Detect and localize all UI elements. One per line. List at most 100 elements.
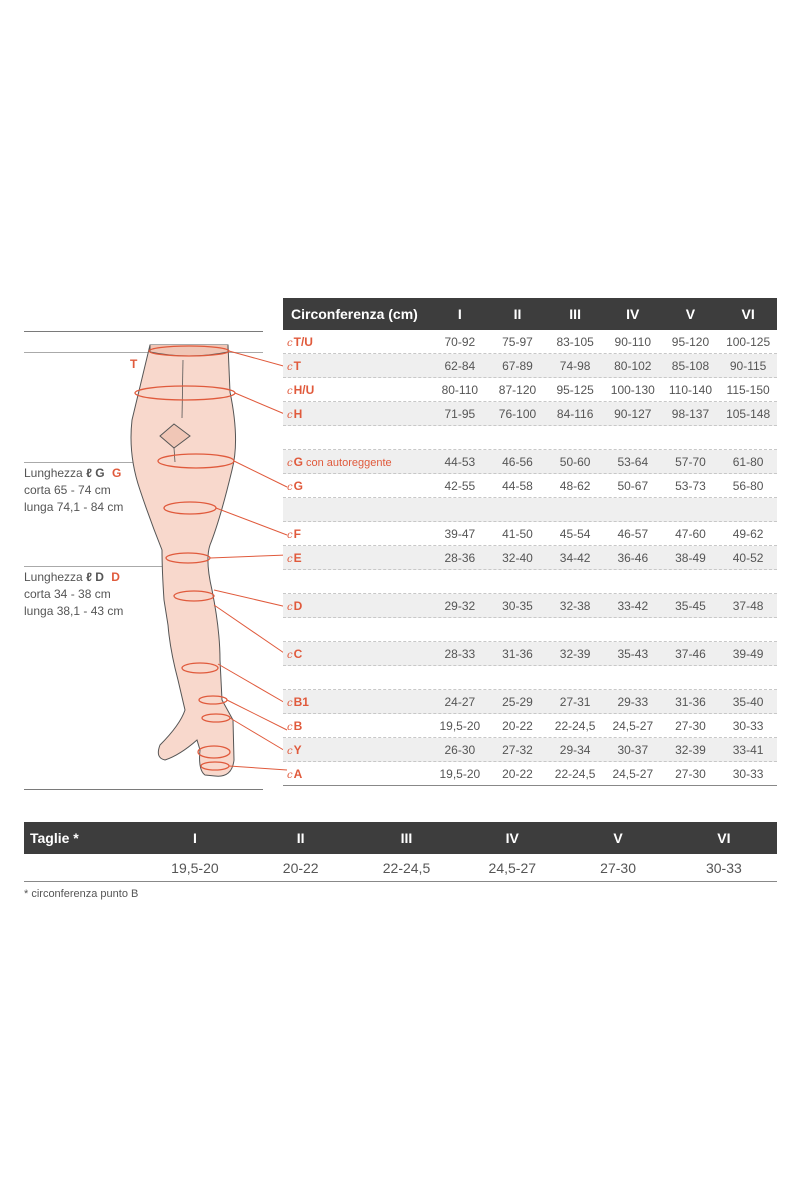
sizes-header-size: VI xyxy=(717,830,731,846)
row-key: B xyxy=(293,718,303,733)
table-cell: 32-39 xyxy=(675,742,706,757)
sizes-header-size: I xyxy=(192,830,197,846)
row-key: G xyxy=(293,478,303,493)
leader-d xyxy=(213,589,288,608)
row-key: T xyxy=(293,358,301,373)
leader-c xyxy=(213,604,288,656)
table-cell: 38-49 xyxy=(675,550,706,565)
sizes-values-row: 19,5-20 20-22 22-24,5 24,5-27 27-30 30-3… xyxy=(24,854,777,882)
row-key: C xyxy=(293,646,303,661)
circumference-symbol: c xyxy=(287,601,293,613)
table-cell: 46-57 xyxy=(617,526,649,541)
table-row xyxy=(283,618,777,642)
row-label: cF xyxy=(283,527,431,541)
table-cell: 34-42 xyxy=(559,550,591,565)
table-cell: 39-47 xyxy=(444,526,476,541)
sizes-label: Taglie * xyxy=(30,830,79,846)
circumference-symbol: c xyxy=(287,361,293,373)
table-cell: 115-150 xyxy=(726,382,770,397)
table-cell: 40-52 xyxy=(732,550,764,565)
header-label: Circonferenza (cm) xyxy=(291,306,418,322)
table-cell: 83-105 xyxy=(556,334,594,349)
leader-e xyxy=(209,554,288,559)
row-label: cG xyxy=(283,479,431,493)
table-cell: 61-80 xyxy=(732,454,764,469)
row-label: cH xyxy=(283,407,431,421)
leader-g xyxy=(233,460,288,488)
row-key: T/U xyxy=(293,334,313,349)
row-key: B1 xyxy=(293,694,309,709)
bottom-rule xyxy=(24,789,263,790)
table-cell: 26-30 xyxy=(444,742,476,757)
row-label: cD xyxy=(283,599,431,613)
circumference-symbol: c xyxy=(287,481,293,493)
table-cell: 90-115 xyxy=(729,358,767,373)
circumference-symbol: c xyxy=(287,529,293,541)
circumference-symbol: c xyxy=(287,409,293,421)
table-cell: 32-40 xyxy=(502,550,533,565)
table-cell: 80-102 xyxy=(614,358,652,373)
header-size: V xyxy=(685,306,696,322)
table-cell: 53-73 xyxy=(675,478,706,493)
leader-y xyxy=(229,717,288,753)
header-size: I xyxy=(457,306,462,322)
header-size: II xyxy=(513,306,522,322)
table-cell: 41-50 xyxy=(502,526,533,541)
header-size: IV xyxy=(626,306,640,322)
row-key: A xyxy=(293,766,303,781)
table-cell: 46-56 xyxy=(502,454,533,469)
ellipse-d xyxy=(173,590,215,602)
d-rule xyxy=(24,566,174,567)
circumference-symbol: c xyxy=(287,745,293,757)
table-cell: 32-38 xyxy=(559,598,591,613)
table-cell: 24,5-27 xyxy=(612,718,654,733)
header-size: III xyxy=(569,306,581,322)
table-row xyxy=(283,666,777,690)
sizes-header-size: III xyxy=(400,830,413,846)
table-cell: 95-125 xyxy=(556,382,594,397)
measurement-table: Circonferenza (cm) I II III IV V VI cT/U… xyxy=(283,298,777,786)
ellipse-c xyxy=(181,662,219,674)
table-cell: 95-120 xyxy=(671,334,710,349)
table-cell: 29-32 xyxy=(444,598,476,613)
table-cell: 90-127 xyxy=(614,406,652,421)
table-cell: 50-67 xyxy=(617,478,649,493)
table-cell: 71-95 xyxy=(444,406,476,421)
table-cell: 36-46 xyxy=(617,550,649,565)
table-cell: 47-60 xyxy=(675,526,706,541)
g-length-block: Lunghezza ℓ G G corta 65 - 74 cm lunga 7… xyxy=(24,466,124,514)
table-cell: 85-108 xyxy=(671,358,710,373)
row-label: cC xyxy=(283,647,431,661)
table-cell: 30-35 xyxy=(502,598,533,613)
row-label: cT xyxy=(283,359,431,373)
sizes-value: 20-22 xyxy=(282,859,319,876)
row-key: Y xyxy=(293,742,302,757)
table-cell: 33-42 xyxy=(617,598,649,613)
table-cell: 29-33 xyxy=(617,694,649,709)
table-cell: 39-49 xyxy=(732,646,764,661)
row-key: E xyxy=(293,550,302,565)
circumference-symbol: c xyxy=(287,769,293,781)
table-cell: 53-64 xyxy=(617,454,649,469)
table-cell: 37-48 xyxy=(732,598,764,613)
row-key-extra: con autoreggente xyxy=(302,456,392,469)
circumference-symbol: c xyxy=(287,385,293,397)
table-cell: 24-27 xyxy=(444,694,476,709)
sizes-value: 30-33 xyxy=(705,859,742,876)
table-cell: 30-37 xyxy=(617,742,649,757)
table-cell: 50-60 xyxy=(559,454,591,469)
table-row xyxy=(283,498,777,522)
table-cell: 28-36 xyxy=(444,550,476,565)
table-row xyxy=(283,570,777,594)
sizes-header: Taglie * I II III IV V VI xyxy=(24,822,777,854)
table-cell: 27-32 xyxy=(502,742,533,757)
sizes-value: 22-24,5 xyxy=(382,859,431,876)
table-cell: 20-22 xyxy=(502,718,533,733)
